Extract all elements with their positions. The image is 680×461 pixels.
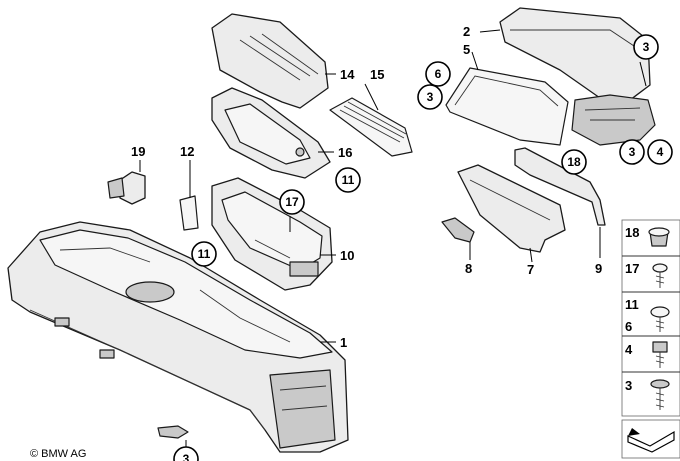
label-12: 12 bbox=[180, 144, 194, 159]
label-2: 2 bbox=[463, 24, 470, 39]
flange-screw-icon bbox=[650, 379, 670, 389]
label-5: 5 bbox=[463, 42, 470, 57]
label-14: 14 bbox=[340, 67, 355, 82]
bracket-part bbox=[457, 164, 566, 253]
washer-screw-icon bbox=[650, 306, 670, 318]
bottom-clip-part bbox=[157, 425, 189, 439]
armrest-cover-part bbox=[211, 13, 329, 109]
screw-icon bbox=[652, 263, 668, 273]
hinge-bracket-part bbox=[514, 147, 606, 226]
legend-item-6: 6 bbox=[625, 319, 632, 334]
circled-callouts: 3 6 3 3 4 18 11 17 bbox=[173, 34, 673, 461]
svg-text:18: 18 bbox=[625, 225, 639, 240]
fastener-legend: 18 17 11 6 4 3 bbox=[621, 219, 680, 417]
label-1: 1 bbox=[340, 335, 347, 350]
rubber-mat-part bbox=[329, 97, 413, 157]
orientation-arrow-box bbox=[621, 419, 680, 459]
callout-3-right: 3 bbox=[619, 139, 645, 165]
svg-text:18: 18 bbox=[567, 155, 581, 169]
label-7: 7 bbox=[527, 262, 534, 277]
center-console-part bbox=[7, 221, 349, 453]
small-cover-part bbox=[179, 195, 199, 231]
leader-lines bbox=[139, 29, 647, 447]
legend-item-18: 18 bbox=[625, 225, 670, 247]
label-16: 16 bbox=[338, 145, 352, 160]
legend-item-11: 11 bbox=[625, 297, 670, 332]
armrest-cushion-part bbox=[499, 7, 656, 146]
legend-item-3: 3 bbox=[625, 378, 670, 410]
part-number-labels: 1 2 5 7 8 9 10 12 14 15 16 19 bbox=[131, 24, 602, 350]
clip-part bbox=[107, 171, 146, 205]
svg-text:6: 6 bbox=[435, 67, 442, 81]
svg-text:11: 11 bbox=[198, 247, 211, 261]
svg-text:3: 3 bbox=[643, 40, 650, 54]
callout-18: 18 bbox=[561, 149, 587, 175]
callout-3-left: 3 bbox=[417, 84, 443, 110]
callout-6: 6 bbox=[425, 61, 451, 87]
direction-arrow-icon bbox=[627, 430, 675, 453]
svg-text:4: 4 bbox=[657, 145, 664, 159]
svg-text:17: 17 bbox=[625, 261, 639, 276]
copyright-text: © BMW AG bbox=[30, 448, 86, 460]
callout-17: 17 bbox=[279, 189, 305, 215]
callout-4: 4 bbox=[647, 139, 673, 165]
callout-3-bottom: 3 bbox=[173, 446, 199, 461]
legend-item-4: 4 bbox=[625, 341, 668, 368]
svg-text:3: 3 bbox=[629, 145, 636, 159]
svg-text:17: 17 bbox=[285, 195, 299, 209]
latch-part bbox=[441, 217, 475, 243]
armrest-tray-part bbox=[211, 87, 331, 179]
callout-11-b: 11 bbox=[191, 241, 217, 267]
label-19: 19 bbox=[131, 144, 145, 159]
svg-text:11: 11 bbox=[625, 297, 639, 312]
callout-3-top-right: 3 bbox=[633, 34, 659, 60]
hex-bolt-icon bbox=[652, 341, 668, 353]
svg-text:11: 11 bbox=[342, 173, 355, 187]
label-15: 15 bbox=[370, 67, 384, 82]
label-8: 8 bbox=[465, 261, 472, 276]
storage-compartment-part bbox=[211, 177, 333, 291]
svg-text:3: 3 bbox=[427, 90, 434, 104]
svg-text:3: 3 bbox=[625, 378, 632, 393]
armrest-pad-part bbox=[445, 67, 569, 146]
svg-text:6: 6 bbox=[625, 319, 632, 334]
svg-text:3: 3 bbox=[183, 452, 190, 461]
label-10: 10 bbox=[340, 248, 354, 263]
legend-item-17: 17 bbox=[625, 261, 668, 288]
svg-text:4: 4 bbox=[625, 342, 633, 357]
callout-11-a: 11 bbox=[335, 167, 361, 193]
label-9: 9 bbox=[595, 261, 602, 276]
